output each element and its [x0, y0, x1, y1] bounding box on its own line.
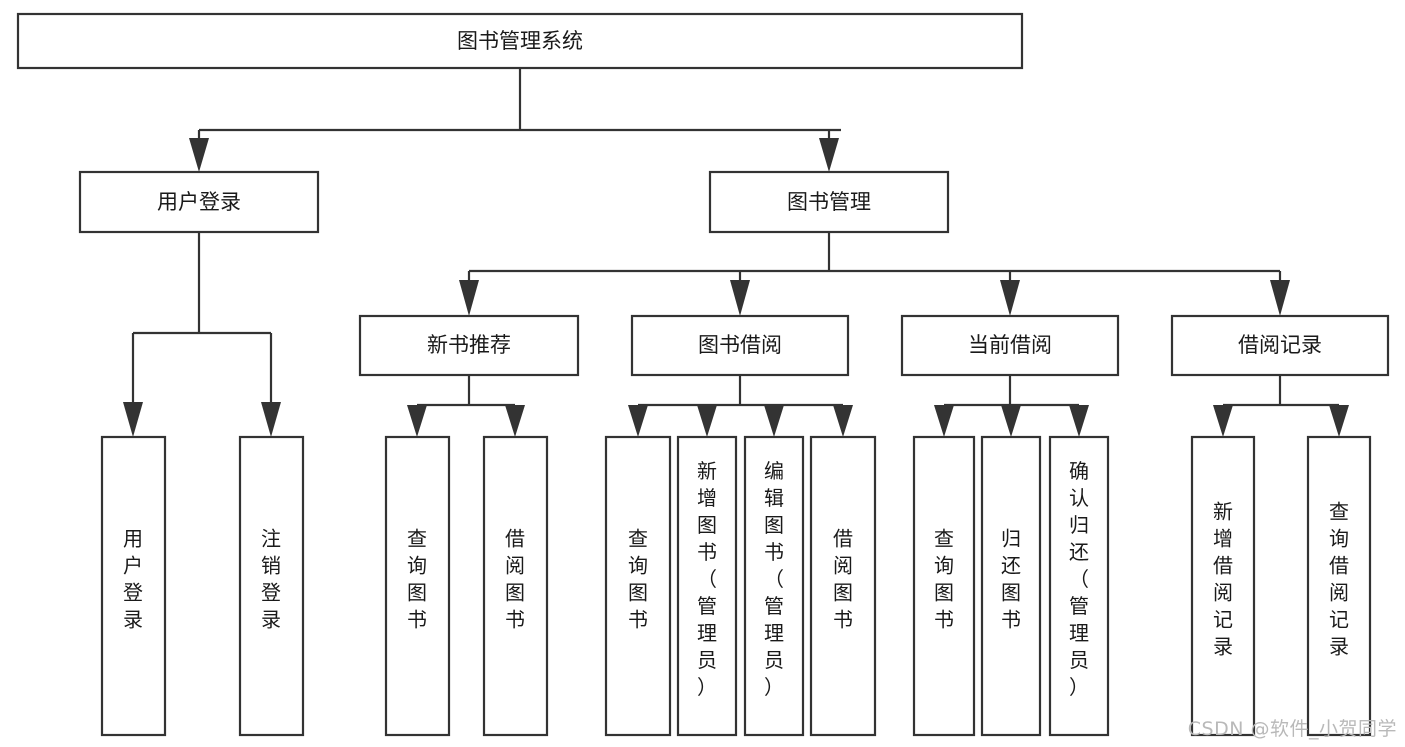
- node-borrow-record-box[interactable]: [1170, 314, 1390, 377]
- node-borrow-record[interactable]: 借阅记录: [1170, 314, 1390, 377]
- node-borrow-record-label: 借阅记录: [1238, 333, 1322, 357]
- leaf-query-borrow-record-label: 查询借阅记录: [1329, 500, 1349, 659]
- leaf-confirm-return-admin-box[interactable]: [1048, 435, 1110, 737]
- leaf-user-login-label: 用户登录: [123, 527, 143, 632]
- arrow-to-leaf-return-book: [1001, 405, 1021, 437]
- leaf-borrow-book-label: 借阅图书: [833, 527, 853, 632]
- leaf-query-book-current[interactable]: 查询图书: [912, 435, 976, 737]
- node-user-login-box[interactable]: [78, 170, 320, 234]
- arrow-to-borrow-record: [1270, 280, 1290, 316]
- leaf-query-book-borrow[interactable]: 查询图书: [604, 435, 672, 737]
- leaf-borrow-book-rec-label: 借阅图书: [505, 527, 525, 632]
- arrow-to-leaf-add-book-admin: [697, 405, 717, 437]
- arrow-to-leaf-logout-login: [261, 402, 281, 437]
- leaf-add-book-admin[interactable]: 新增图书（管理员）: [676, 435, 738, 737]
- leaf-add-borrow-record[interactable]: 新增借阅记录: [1190, 435, 1256, 737]
- node-book-borrow[interactable]: 图书借阅: [630, 314, 850, 377]
- arrow-to-leaf-user-login: [123, 402, 143, 437]
- leaf-add-borrow-record-box[interactable]: [1190, 435, 1256, 737]
- leaf-borrow-book-rec[interactable]: 借阅图书: [482, 435, 549, 737]
- node-book-manage-label: 图书管理: [787, 190, 871, 214]
- node-current-borrow-label: 当前借阅: [968, 333, 1052, 357]
- node-user-login-label: 用户登录: [157, 190, 241, 214]
- arrow-to-leaf-add-borrow-record: [1213, 405, 1233, 437]
- leaf-add-book-admin-box[interactable]: [676, 435, 738, 737]
- arrow-to-leaf-edit-book-admin: [764, 405, 784, 437]
- arrow-to-leaf-borrow-book: [833, 405, 853, 437]
- leaf-add-book-admin-label: 新增图书（管理员）: [697, 459, 717, 699]
- leaf-query-borrow-record-box[interactable]: [1306, 435, 1372, 737]
- leaf-query-borrow-record[interactable]: 查询借阅记录: [1306, 435, 1372, 737]
- leaf-edit-book-admin[interactable]: 编辑图书（管理员）: [743, 435, 805, 737]
- leaf-return-book-box[interactable]: [980, 435, 1042, 737]
- leaf-query-book-rec-box[interactable]: [384, 435, 451, 737]
- leaf-logout-login-label: 注销登录: [261, 527, 281, 632]
- node-book-borrow-box[interactable]: [630, 314, 850, 377]
- node-root-box[interactable]: [16, 12, 1024, 70]
- leaf-query-book-rec-label: 查询图书: [407, 527, 427, 632]
- node-book-manage-box[interactable]: [708, 170, 950, 234]
- leaf-confirm-return-admin-label: 确认归还（管理员）: [1069, 459, 1089, 699]
- leaf-return-book-label: 归还图书: [1001, 527, 1021, 632]
- arrow-to-book-borrow: [730, 280, 750, 316]
- node-root-label: 图书管理系统: [457, 29, 583, 53]
- arrow-to-leaf-query-borrow-record: [1329, 405, 1349, 437]
- leaf-layer: 用户登录 注销登录 查询图书 借阅图书 查询图书 新增图书（管理员）: [100, 435, 1372, 737]
- arrow-to-leaf-confirm-return-admin: [1069, 405, 1089, 437]
- leaf-return-book[interactable]: 归还图书: [980, 435, 1042, 737]
- leaf-borrow-book-box[interactable]: [809, 435, 877, 737]
- arrow-to-leaf-query-book-rec: [407, 405, 427, 437]
- node-current-borrow-box[interactable]: [900, 314, 1120, 377]
- node-user-login[interactable]: 用户登录: [78, 170, 320, 234]
- arrow-to-new-book-rec: [459, 280, 479, 316]
- leaf-query-book-rec[interactable]: 查询图书: [384, 435, 451, 737]
- leaf-query-book-current-label: 查询图书: [934, 527, 954, 632]
- node-book-borrow-label: 图书借阅: [698, 333, 782, 357]
- leaf-query-book-current-box[interactable]: [912, 435, 976, 737]
- leaf-user-login[interactable]: 用户登录: [100, 435, 167, 737]
- node-current-borrow[interactable]: 当前借阅: [900, 314, 1120, 377]
- arrow-to-current-borrow: [1000, 280, 1020, 316]
- node-new-book-rec[interactable]: 新书推荐: [358, 314, 580, 377]
- arrow-to-leaf-query-book-borrow: [628, 405, 648, 437]
- leaf-logout-login-box[interactable]: [238, 435, 305, 737]
- leaf-query-book-borrow-box[interactable]: [604, 435, 672, 737]
- leaf-borrow-book-rec-box[interactable]: [482, 435, 549, 737]
- leaf-user-login-box[interactable]: [100, 435, 167, 737]
- arrow-to-book-manage: [819, 138, 839, 172]
- leaf-confirm-return-admin[interactable]: 确认归还（管理员）: [1048, 435, 1110, 737]
- leaf-logout-login[interactable]: 注销登录: [238, 435, 305, 737]
- leaf-edit-book-admin-box[interactable]: [743, 435, 805, 737]
- node-new-book-rec-label: 新书推荐: [427, 333, 511, 357]
- arrow-to-leaf-query-book-current: [934, 405, 954, 437]
- arrow-to-leaf-borrow-book-rec: [505, 405, 525, 437]
- connector-layer: [123, 68, 1349, 437]
- node-new-book-rec-box[interactable]: [358, 314, 580, 377]
- leaf-edit-book-admin-label: 编辑图书（管理员）: [764, 459, 784, 699]
- node-book-manage[interactable]: 图书管理: [708, 170, 950, 234]
- node-root[interactable]: 图书管理系统: [16, 12, 1024, 70]
- arrow-to-user-login: [189, 138, 209, 172]
- leaf-borrow-book[interactable]: 借阅图书: [809, 435, 877, 737]
- leaf-query-book-borrow-label: 查询图书: [628, 527, 648, 632]
- leaf-add-borrow-record-label: 新增借阅记录: [1213, 500, 1233, 659]
